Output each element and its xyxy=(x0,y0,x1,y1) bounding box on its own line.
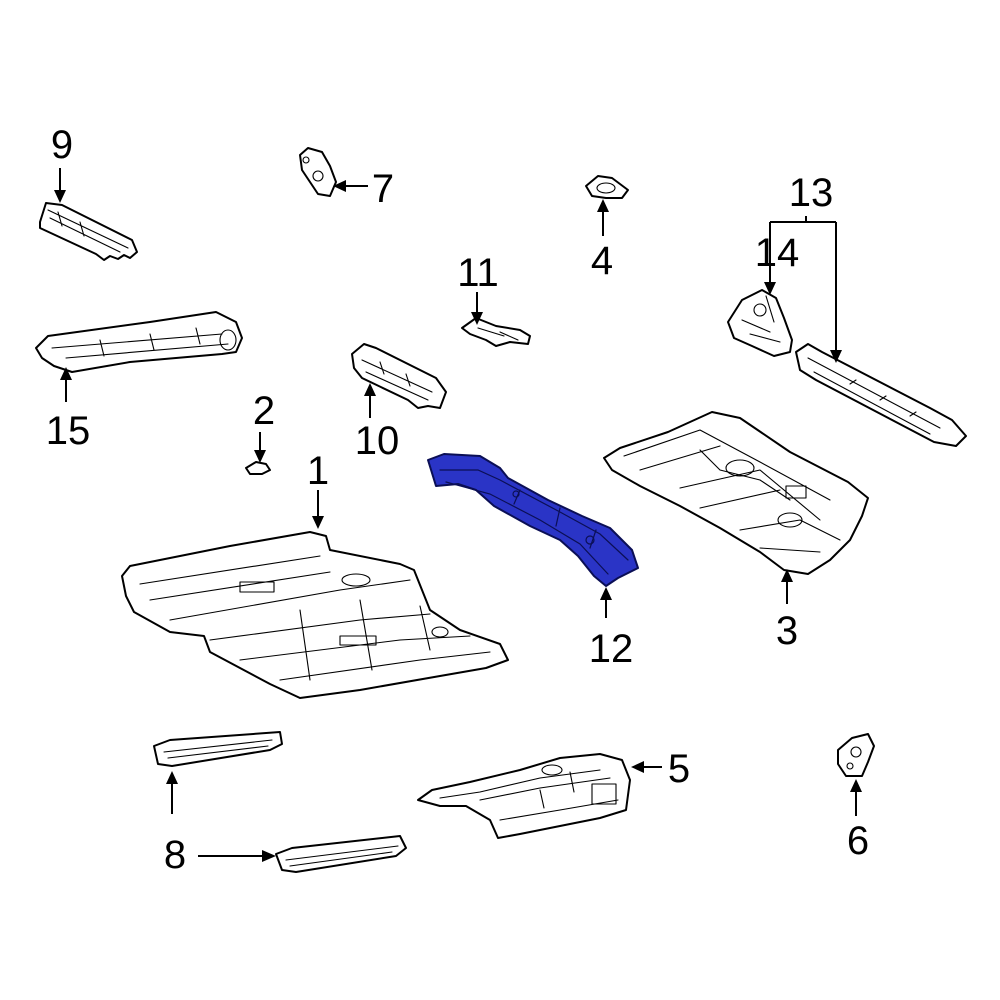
part-10[interactable] xyxy=(351,343,447,409)
callout-4: 4 xyxy=(591,239,613,283)
part-2[interactable] xyxy=(245,461,271,475)
callout-labels: 9 7 4 13 14 11 15 10 2 1 12 3 5 6 8 xyxy=(46,123,869,877)
callout-10: 10 xyxy=(355,419,400,463)
part-9[interactable] xyxy=(39,202,138,261)
callout-7: 7 xyxy=(372,167,394,211)
part-1[interactable] xyxy=(121,531,509,699)
part-15[interactable] xyxy=(35,311,243,373)
part-7[interactable] xyxy=(299,147,337,197)
callout-14: 14 xyxy=(755,231,800,275)
part-11[interactable] xyxy=(461,317,531,347)
callout-6: 6 xyxy=(847,819,869,863)
part-3[interactable] xyxy=(603,411,869,575)
callout-2: 2 xyxy=(253,389,275,433)
callout-13: 13 xyxy=(789,171,834,215)
part-4[interactable] xyxy=(585,175,629,199)
callout-11: 11 xyxy=(457,251,499,295)
part-14[interactable] xyxy=(727,289,793,357)
part-5[interactable] xyxy=(417,753,631,839)
part-13[interactable] xyxy=(795,343,967,447)
callout-15: 15 xyxy=(46,409,91,453)
part-8-lower[interactable] xyxy=(275,835,407,873)
callout-5: 5 xyxy=(668,747,690,791)
leader-lines xyxy=(54,168,862,862)
callout-3: 3 xyxy=(776,609,798,653)
callout-8: 8 xyxy=(164,833,186,877)
callout-12: 12 xyxy=(589,627,634,671)
callout-9: 9 xyxy=(51,123,73,167)
callout-1: 1 xyxy=(307,449,329,493)
part-6[interactable] xyxy=(837,733,875,777)
part-12[interactable] xyxy=(427,453,639,587)
part-8-upper[interactable] xyxy=(153,731,283,767)
